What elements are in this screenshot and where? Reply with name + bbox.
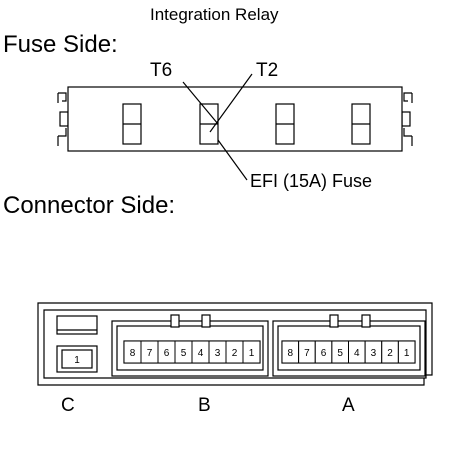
connector-b-pin-number: 7 [147,348,153,359]
fuse-side-heading: Fuse Side: [3,31,118,58]
connector-b-label: B [198,395,211,416]
fuse-slot [122,103,142,145]
fuse-slot [351,103,371,145]
connector-c-pin: 1 [74,355,80,366]
connector-c [56,315,98,373]
t6-leader-line [182,81,219,125]
efi-fuse-label: EFI (15A) Fuse [250,171,373,191]
terminal-label-t2: T2 [256,60,279,81]
diagram-title: Integration Relay [150,5,279,24]
connector-b-pin-number: 2 [232,348,238,359]
connector-a-pin-number: 8 [288,348,294,359]
t2-leader-line [209,73,253,133]
connector-a-label: A [342,395,355,416]
efi-fuse-leader-line [217,139,248,181]
connector-b-pin-number: 3 [215,348,221,359]
connector-a-pin-number: 3 [371,348,377,359]
connector-a-pin-number: 7 [304,348,310,359]
connector-b-pin-number: 1 [249,348,255,359]
connector-side-heading: Connector Side: [3,192,176,219]
connector-a-pin-number: 4 [354,348,360,359]
connector-a-pin-cell [397,340,416,364]
connector-a-pin-number: 1 [404,348,410,359]
connector-b-pin-number: 4 [198,348,204,359]
fuse-slot [275,103,295,145]
connector-b-pin-number: 6 [164,348,170,359]
terminal-label-t6: T6 [150,60,173,81]
connector-c-label: C [61,395,75,416]
connector-a-pin-number: 6 [321,348,327,359]
connector-b-pin-cell [242,340,261,364]
connector-a-pin-number: 2 [387,348,393,359]
connector-b-pin-number: 8 [130,348,136,359]
connector-a-pin-number: 5 [337,348,343,359]
connector-b-pin-number: 5 [181,348,187,359]
